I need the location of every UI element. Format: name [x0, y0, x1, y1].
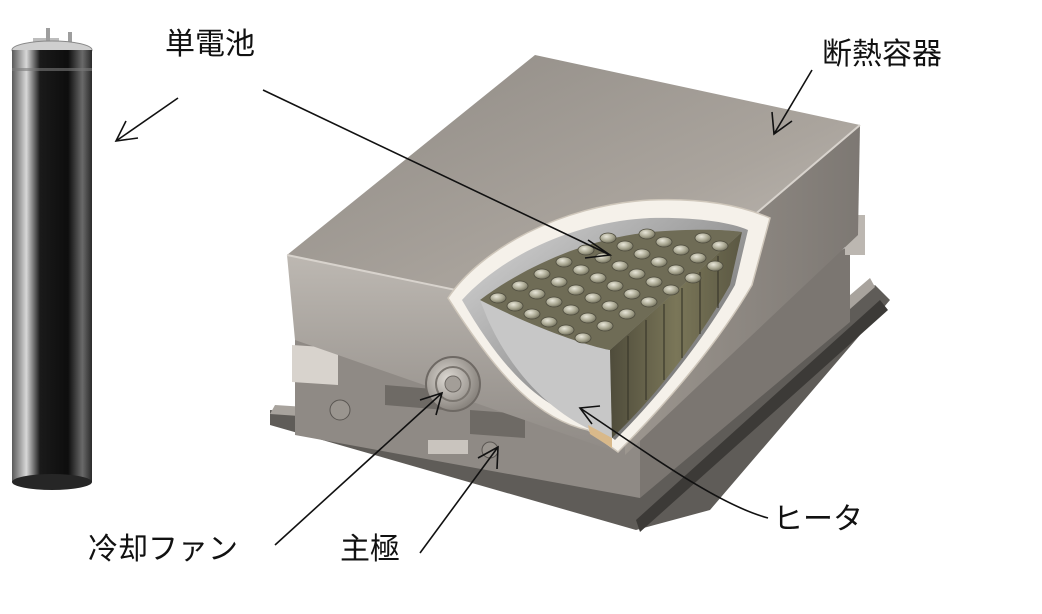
cell-cap: [650, 256, 668, 268]
cell-cap: [596, 320, 614, 332]
cell-cap: [672, 244, 690, 256]
cell-cap: [706, 260, 724, 272]
single-cell-pointer-line: [262, 89, 611, 256]
cell-cap: [618, 308, 636, 320]
cell-cap: [599, 232, 617, 244]
cell-cap: [550, 276, 568, 288]
cell-cap: [623, 288, 641, 300]
cell-cap: [562, 304, 580, 316]
cell-cap: [506, 300, 524, 312]
single-cell-leader: [115, 97, 179, 142]
cell-cap: [684, 272, 702, 284]
label-cooling-fan: 冷却ファン: [88, 532, 238, 567]
cell-caps: [489, 228, 729, 344]
base-tray: [270, 278, 890, 532]
heater-leader: [579, 407, 769, 519]
label-single-cell: 単電池: [165, 27, 255, 62]
cell-cap: [545, 296, 563, 308]
heater-arrowhead: [578, 405, 601, 425]
label-insulated-container: 断熱容器: [822, 37, 942, 72]
label-heater: ヒータ: [773, 502, 863, 537]
cell-cap: [638, 228, 656, 240]
cell-cap: [711, 240, 729, 252]
callout-lines: [114, 69, 813, 554]
single-cell-arrowhead: [114, 120, 139, 142]
cooling-fan-leader: [274, 392, 443, 546]
container-arrowhead: [771, 111, 793, 136]
single-cell-illustration: [11, 28, 93, 490]
cell-cap: [540, 316, 558, 328]
main-terminal-arrowhead: [477, 445, 499, 470]
cell-cap: [616, 240, 634, 252]
main-terminal-leader: [419, 446, 499, 554]
cell-cap: [606, 280, 624, 292]
cell-cap: [633, 248, 651, 260]
cell-cap: [511, 280, 529, 292]
container-leader: [773, 69, 813, 135]
cell-cap: [694, 232, 712, 244]
cell-cap: [584, 292, 602, 304]
cell-cap: [579, 312, 597, 324]
single-cell-pointer-arrowhead: [584, 239, 613, 259]
cell-cap: [574, 332, 592, 344]
label-main-terminal: 主極: [340, 532, 400, 567]
cell-cap: [555, 256, 573, 268]
cell-cap: [533, 268, 551, 280]
cooling-fan-arrowhead: [419, 391, 444, 416]
cooling-fan: [425, 356, 481, 412]
cell-cap: [572, 264, 590, 276]
cell-cap: [567, 284, 585, 296]
cell-cap: [589, 272, 607, 284]
cell-cap: [557, 324, 575, 336]
cell-cap: [662, 284, 680, 296]
cell-cap: [489, 292, 507, 304]
cell-cap: [528, 288, 546, 300]
cell-cap: [689, 252, 707, 264]
cell-cap: [611, 260, 629, 272]
cutaway-section: [447, 198, 771, 453]
cell-cap: [655, 236, 673, 248]
cell-cap: [645, 276, 663, 288]
cell-cap: [628, 268, 646, 280]
cell-cap: [523, 308, 541, 320]
cell-cap: [577, 244, 595, 256]
cell-cap: [667, 264, 685, 276]
cell-cap: [640, 296, 658, 308]
cell-cap: [601, 300, 619, 312]
